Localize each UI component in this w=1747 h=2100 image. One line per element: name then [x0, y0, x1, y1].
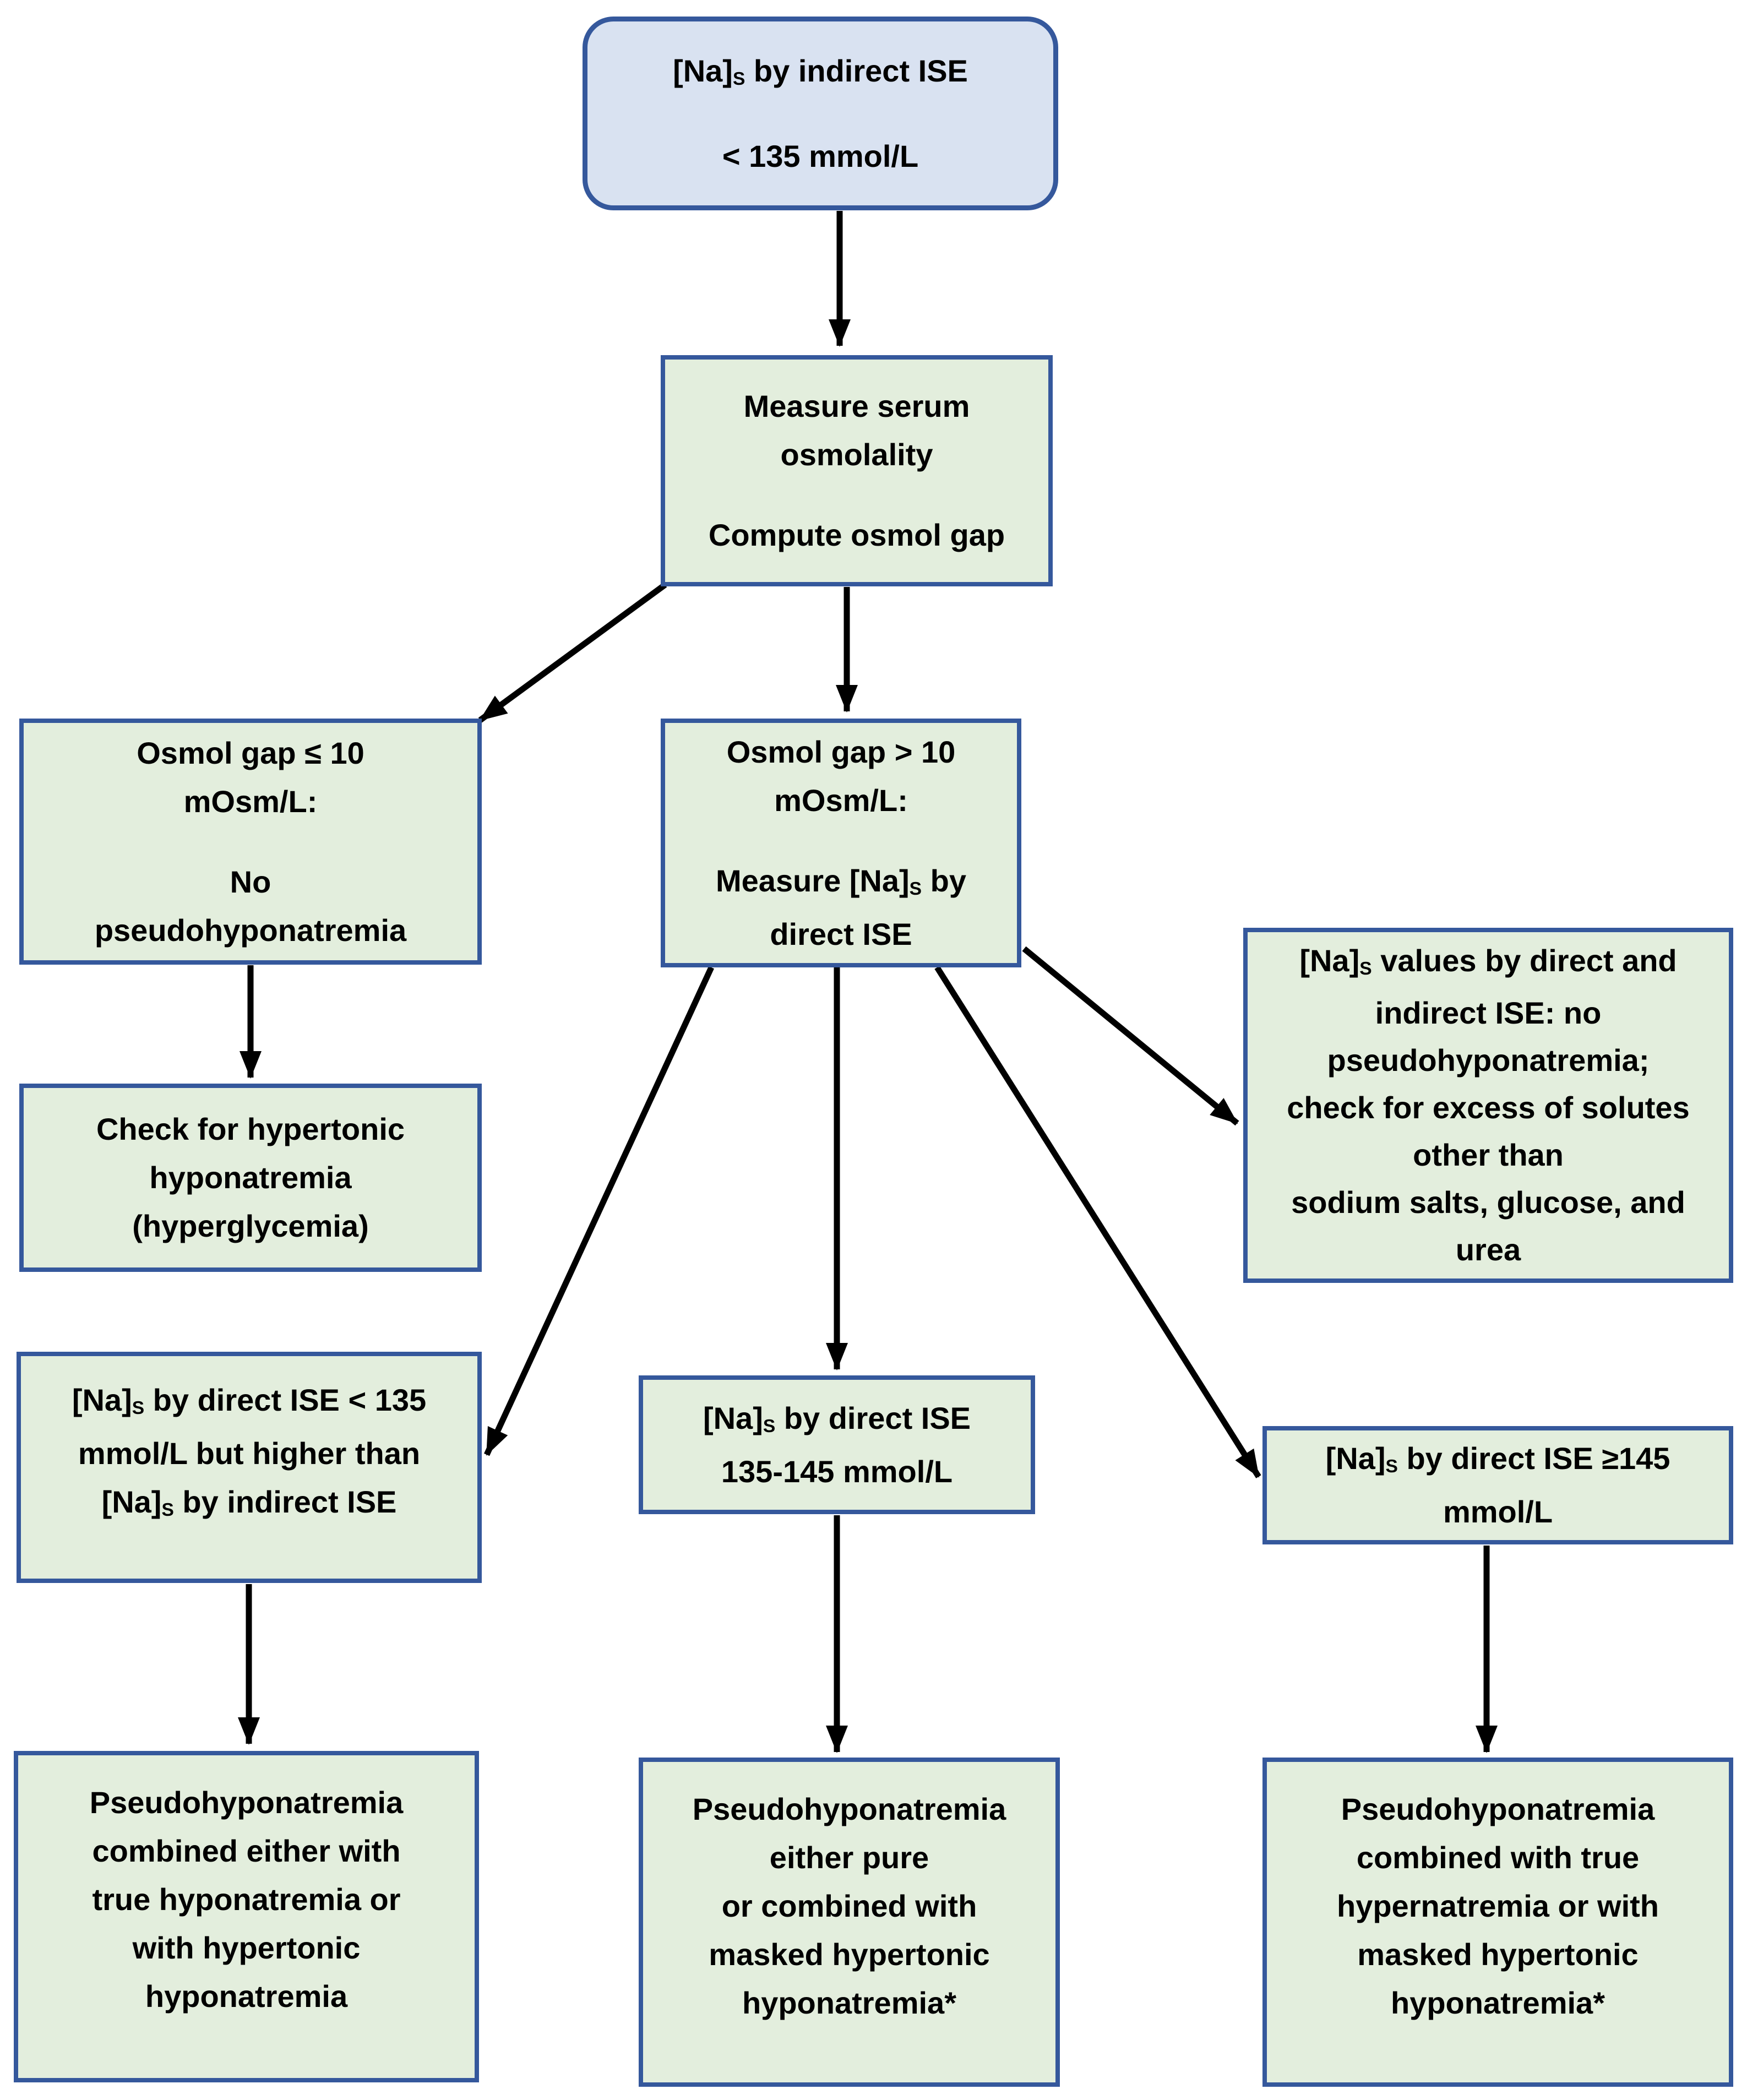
node-text-line: [Na]S by direct ISE ≥145	[1325, 1441, 1670, 1477]
node-osmol-gap-le-10: Osmol gap ≤ 10 mOsm/L: No pseudohyponatremi…	[19, 719, 482, 965]
node-paragraph: Pseudohyponatremia combined either with tr…	[90, 1778, 403, 2021]
node-paragraph: [Na]S by direct ISE < 135 mmol/L but high…	[72, 1376, 426, 1531]
node-text-line: Osmol gap > 10	[726, 734, 956, 769]
subscript-s: S	[161, 1500, 174, 1521]
node-text-line: sodium salts, glucose, and	[1291, 1185, 1685, 1220]
node-text-line: [Na]S by direct ISE	[703, 1400, 971, 1437]
node-text-line: [Na]S by indirect ISE	[101, 1484, 397, 1521]
arrow-osmol-gap-gt-10-to-lt-135	[484, 966, 714, 1456]
node-text-line: check for excess of solutes	[1287, 1090, 1690, 1125]
node-paragraph: Pseudohyponatremia either pure or combined…	[693, 1785, 1006, 2027]
node-text-line: indirect ISE: no	[1375, 995, 1602, 1030]
node-text-line: with hypertonic	[132, 1930, 361, 1965]
node-paragraph: Measure serum osmolality	[744, 382, 970, 479]
node-text-line: combined with true	[1356, 1840, 1640, 1875]
node-text-line: mOsm/L:	[183, 784, 318, 819]
node-text-line: osmolality	[780, 437, 933, 472]
node-text-line: [Na]S by direct ISE < 135	[72, 1383, 427, 1419]
node-text-line: Osmol gap ≤ 10	[137, 735, 364, 770]
node-text-line: masked hypertonic	[709, 1937, 990, 1972]
node-text-line: Pseudohyponatremia	[89, 1785, 404, 1820]
node-osmol-gap-gt-10: Osmol gap > 10 mOsm/L: Measure [Na]S by dir…	[661, 719, 1021, 967]
subscript-s: S	[732, 68, 745, 89]
node-text-line: Pseudohyponatremia	[692, 1792, 1006, 1826]
node-paragraph: Osmol gap > 10 mOsm/L:	[727, 728, 956, 825]
node-paragraph: Osmol gap ≤ 10 mOsm/L:	[137, 729, 364, 826]
node-paragraph: Compute osmol gap	[709, 511, 1005, 559]
node-check-hypertonic: Check for hypertonic hyponatremia (hypergl…	[19, 1084, 482, 1272]
node-paragraph: [Na]S by indirect ISE	[673, 47, 968, 100]
node-paragraph: Measure [Na]S by direct ISE	[716, 857, 966, 959]
node-text-line: combined either with	[92, 1834, 401, 1868]
subscript-s: S	[1359, 959, 1372, 980]
node-text-line: [Na]S by indirect ISE	[673, 53, 968, 89]
node-text-line: Measure [Na]S by	[716, 863, 966, 899]
node-text-line: Compute osmol gap	[708, 518, 1005, 552]
subscript-s: S	[909, 878, 922, 899]
node-text-line: hyponatremia*	[742, 1985, 956, 2020]
node-paragraph: [Na]S by direct ISE 135-145 mmol/L	[703, 1394, 971, 1496]
node-text-line: either pure	[769, 1840, 929, 1875]
node-text-line: < 135 mmol/L	[722, 138, 919, 173]
node-text-line: true hyponatremia or	[92, 1882, 401, 1917]
node-direct-ise-135-145: [Na]S by direct ISE 135-145 mmol/L	[639, 1375, 1035, 1514]
node-outcome-pure-or-masked: Pseudohyponatremia either pure or combined…	[639, 1758, 1060, 2087]
node-text-line: 135-145 mmol/L	[721, 1454, 953, 1489]
node-text-line: urea	[1455, 1232, 1521, 1267]
node-paragraph: < 135 mmol/L	[722, 132, 918, 181]
node-direct-ise-ge-145: [Na]S by direct ISE ≥145 mmol/L	[1262, 1426, 1733, 1544]
node-text-line: hypernatremia or with	[1336, 1889, 1659, 1923]
subscript-s: S	[132, 1398, 145, 1419]
node-text-line: mOsm/L:	[774, 782, 908, 818]
subscript-s: S	[1385, 1456, 1398, 1477]
node-text-line: masked hypertonic	[1357, 1937, 1639, 1972]
node-paragraph: No pseudohyponatremia	[95, 858, 406, 955]
arrow-osmol-gap-gt-10-to-similar	[1022, 946, 1239, 1126]
arrow-osmol-gap-gt-10-to-ge-145	[934, 966, 1261, 1478]
subscript-s: S	[763, 1416, 776, 1437]
node-text-line: pseudohyponatremia;	[1327, 1043, 1650, 1078]
node-text-line: hyponatremia*	[1391, 1985, 1605, 2020]
node-text-line: Pseudohyponatremia	[1341, 1792, 1655, 1826]
node-text-line: other than	[1413, 1138, 1564, 1172]
node-text-line: Measure serum	[743, 389, 970, 423]
node-direct-ise-lt-135: [Na]S by direct ISE < 135 mmol/L but high…	[17, 1352, 482, 1583]
node-text-line: [Na]S values by direct and	[1299, 943, 1677, 980]
node-text-line: Check for hypertonic	[96, 1112, 405, 1146]
node-text-line: No	[230, 864, 271, 899]
node-paragraph: [Na]S by direct ISE ≥145 mmol/L	[1326, 1434, 1670, 1536]
node-na-indirect-ise: [Na]S by indirect ISE < 135 mmol/L	[583, 17, 1058, 210]
node-paragraph: [Na]S values by direct and indirect ISE: …	[1287, 937, 1689, 1274]
node-text-line: hyponatremia	[145, 1979, 348, 2014]
node-text-line: mmol/L but higher than	[78, 1436, 421, 1471]
node-text-line: hyponatremia	[149, 1160, 352, 1195]
node-text-line: direct ISE	[770, 916, 912, 951]
node-similar-values-no-pseudo: [Na]S values by direct and indirect ISE: …	[1243, 928, 1733, 1283]
arrow-measure-to-osmol-gap-le-10	[478, 582, 667, 723]
node-outcome-true-hypernatremia: Pseudohyponatremia combined with true hype…	[1262, 1758, 1733, 2087]
node-outcome-combined-true-hypo: Pseudohyponatremia combined either with tr…	[14, 1751, 479, 2082]
node-paragraph: Check for hypertonic hyponatremia (hypergl…	[96, 1105, 405, 1250]
node-paragraph: Pseudohyponatremia combined with true hype…	[1337, 1785, 1659, 2027]
node-text-line: or combined with	[721, 1889, 977, 1923]
node-text-line: (hyperglycemia)	[132, 1209, 369, 1243]
node-text-line: pseudohyponatremia	[94, 912, 407, 948]
node-text-line: mmol/L	[1443, 1494, 1553, 1529]
